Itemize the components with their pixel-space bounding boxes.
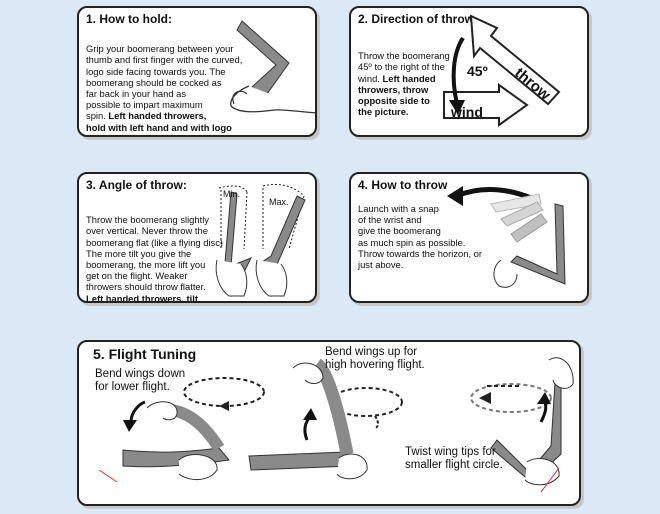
flight-tuning-illustrations <box>98 357 574 493</box>
angle-label: 45º <box>467 63 488 79</box>
panel-title: 3. Angle of throw: <box>86 178 187 192</box>
low-flight-path <box>183 377 265 407</box>
high-flight-path <box>329 387 403 417</box>
panel-how-to-throw: 4. How to throw Launch with a snap of th… <box>349 172 589 303</box>
tilt-angle-illustration <box>215 183 306 297</box>
panel-text: Launch with a snap of the wrist and give… <box>358 203 483 271</box>
instruction-text: Throw the boomerang slightly over vertic… <box>86 214 224 293</box>
panel-title: 4. How to throw <box>358 178 448 192</box>
panel-how-to-hold: 1. How to hold: Grip your boomerang betw… <box>77 6 317 137</box>
instruction-text: Throw the boomerang 45º to the right of … <box>358 50 450 84</box>
wind-label: wind <box>451 104 483 120</box>
panel-flight-tuning: 5. Flight Tuning Bend wings down for low… <box>77 340 581 506</box>
direction-diagram <box>443 14 561 127</box>
panel-title: 5. Flight Tuning <box>93 346 197 362</box>
wind-arrow <box>443 83 529 127</box>
throwing-motion-illustration <box>447 186 566 288</box>
boomerang-in-hand-illustration <box>230 20 315 114</box>
throw-arrow <box>469 14 561 106</box>
panel-text: Throw the boomerang slightly over vertic… <box>86 203 231 303</box>
min-label: Min. <box>223 189 241 199</box>
twist-tips-label: Twist wing tips for smaller flight circl… <box>405 446 503 471</box>
left-handed-note: Left handed throwers, tilt opposite way … <box>86 292 198 303</box>
max-label: Max. <box>269 197 289 207</box>
left-handed-note: Left handed throwers, throw opposite sid… <box>358 72 436 118</box>
panel-title: 1. How to hold: <box>86 12 172 26</box>
bend-down-label: Bend wings down for lower flight. <box>95 368 186 393</box>
instruction-text: Grip your boomerang between your thumb a… <box>86 43 243 122</box>
panel-angle-of-throw: 3. Angle of throw: Throw the boomerang s… <box>77 172 317 303</box>
panel-title: 2. Direction of throw <box>358 12 475 26</box>
small-circle-path <box>470 383 552 413</box>
left-handed-note: Left handed throwers, hold with left han… <box>86 110 232 135</box>
bend-up-label: Bend wings up for high hovering flight. <box>325 346 425 371</box>
panel-direction-of-throw: 2. Direction of throw Throw the boomeran… <box>349 6 589 137</box>
panel-text: Grip your boomerang between your thumb a… <box>86 32 256 135</box>
panel-text: Throw the boomerang 45º to the right of … <box>358 39 454 117</box>
